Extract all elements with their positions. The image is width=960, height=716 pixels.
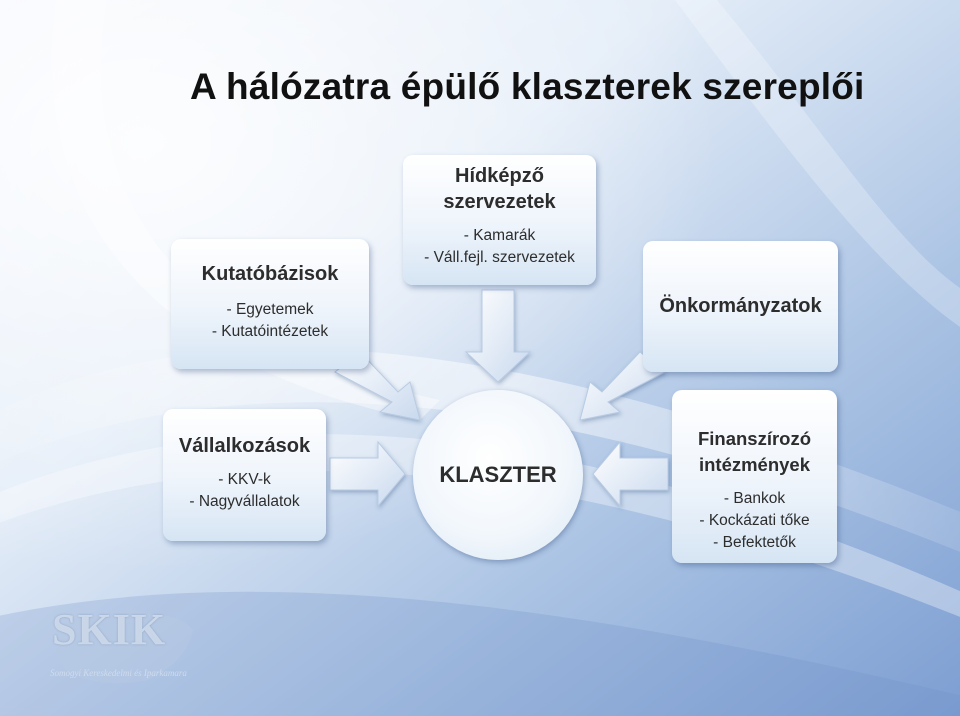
box-municipalities: Önkormányzatok [643,241,838,372]
arrow-from-financiers [592,440,669,508]
skik-logo-subtitle: Somogyi Kereskedelmi és Iparkamara [50,668,187,678]
box-item: - Befektetők [713,534,796,551]
box-item: - Egyetemek [226,301,314,318]
skik-logo-map-icon [55,608,193,684]
box-heading: Vállalkozások [178,435,311,457]
box-heading: intézmények [698,454,811,475]
arrow-from-municipalities [579,351,666,421]
box-item: - KKV-k [218,471,271,488]
arrow-from-enterprises [329,440,406,508]
box-heading: Hídképző [455,165,544,187]
box-item: - Kamarák [463,227,536,244]
box-item: - Bankok [723,490,786,507]
cluster-label: KLASZTER [439,462,557,487]
box-enterprises: Vállalkozások - KKV-k - Nagyvállalatok [163,409,326,541]
box-item: - Nagyvállalatok [189,493,300,510]
cluster-center-circle: KLASZTER [413,390,583,560]
box-bridge-organizations: Hídképző szervezetek - Kamarák - Váll.fe… [403,155,596,285]
box-heading: Kutatóbázisok [201,263,339,285]
page-title: A hálózatra épülő klaszterek szereplői [190,66,865,107]
box-item: - Kutatóintézetek [211,323,329,340]
box-heading: Önkormányzatok [659,295,822,317]
skik-logo-text: SKIK [52,605,167,654]
box-financial-institutions: Finanszírozó intézmények - Bankok - Kock… [672,390,837,563]
box-heading: Finanszírozó [697,428,812,449]
box-research-bases: Kutatóbázisok - Egyetemek - Kutatóintéze… [171,239,369,369]
box-heading: szervezetek [443,191,556,213]
box-item: - Kockázati tőke [699,512,810,529]
box-item: - Váll.fejl. szervezetek [424,249,575,266]
arrow-from-bridge-orgs [464,289,532,383]
